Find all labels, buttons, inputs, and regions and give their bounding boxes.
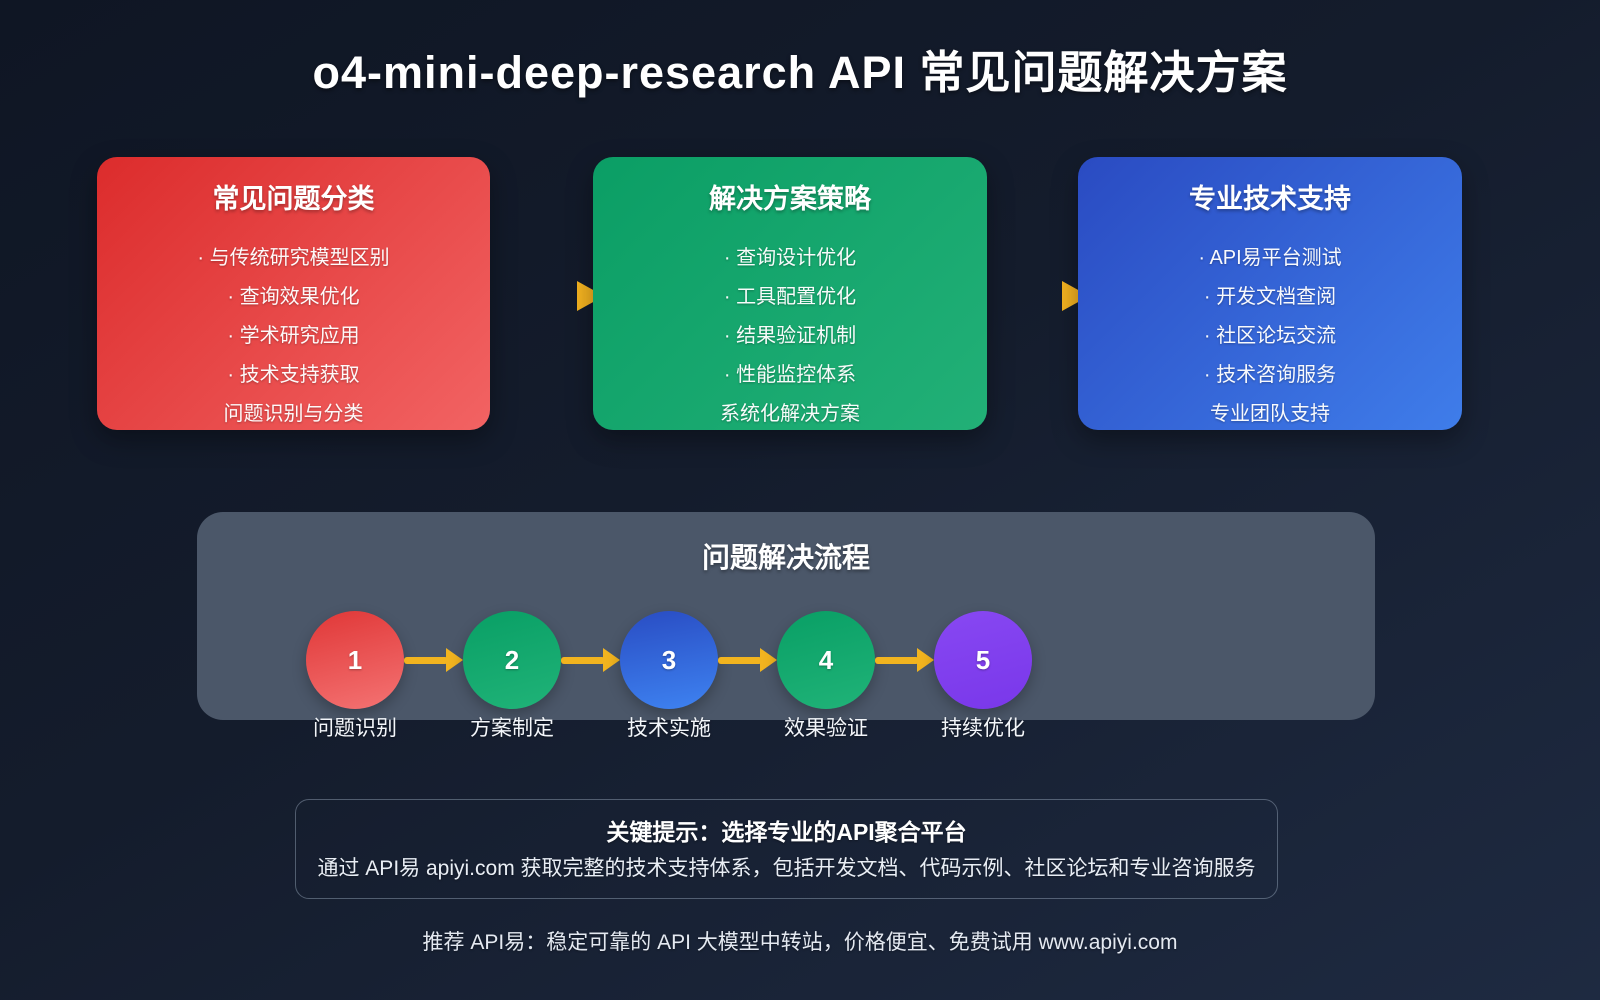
card-title: 常见问题分类 <box>212 184 375 214</box>
tip-body: 通过 API易 apiyi.com 获取完整的技术支持体系，包括开发文档、代码示… <box>317 857 1256 880</box>
card-item: 技术咨询服务 <box>1078 356 1462 395</box>
step-circle-1: 1 <box>306 611 404 709</box>
card-item: 社区论坛交流 <box>1078 317 1462 356</box>
card-footer-note: 系统化解决方案 <box>720 403 860 425</box>
flow-title: 问题解决流程 <box>701 542 870 573</box>
card-item: 开发文档查阅 <box>1078 278 1462 317</box>
step-number: 2 <box>504 644 520 675</box>
flow-arrow-icon <box>718 648 777 672</box>
step-number: 5 <box>975 644 991 675</box>
step-circle-2: 2 <box>463 611 561 709</box>
tip-title: 关键提示：选择专业的API聚合平台 <box>606 819 967 845</box>
card-footer-note: 专业团队支持 <box>1210 403 1330 425</box>
card-item: 性能监控体系 <box>593 356 987 395</box>
card-title: 专业技术支持 <box>1189 184 1351 214</box>
flow-arrow-icon <box>404 648 463 672</box>
tip-box: 关键提示：选择专业的API聚合平台 通过 API易 apiyi.com 获取完整… <box>295 799 1278 899</box>
card-item: 结果验证机制 <box>593 317 987 356</box>
step-label-5: 持续优化 <box>941 717 1025 740</box>
step-label-4: 效果验证 <box>784 717 868 740</box>
step-label-3: 技术实施 <box>627 717 711 740</box>
card-solution-strategies: 解决方案策略 查询设计优化 工具配置优化 结果验证机制 性能监控体系 系统化解决… <box>593 157 987 430</box>
step-number: 4 <box>818 644 834 675</box>
card-item: 学术研究应用 <box>97 317 490 356</box>
step-number: 3 <box>661 644 677 675</box>
flow-steps-row: 1 2 3 4 <box>306 611 1032 709</box>
step-circle-5: 5 <box>934 611 1032 709</box>
step-label-2: 方案制定 <box>470 717 554 740</box>
step-circle-3: 3 <box>620 611 718 709</box>
card-title: 解决方案策略 <box>709 184 871 214</box>
flow-arrow-icon <box>561 648 620 672</box>
page-title: o4-mini-deep-research API 常见问题解决方案 <box>312 47 1288 98</box>
card-tech-support: 专业技术支持 API易平台测试 开发文档查阅 社区论坛交流 技术咨询服务 专业团… <box>1078 157 1462 430</box>
card-common-issues: 常见问题分类 与传统研究模型区别 查询效果优化 学术研究应用 技术支持获取 问题… <box>97 157 490 430</box>
card-item: 工具配置优化 <box>593 278 987 317</box>
card-item: 与传统研究模型区别 <box>97 239 490 278</box>
card-item: 查询设计优化 <box>593 239 987 278</box>
card-item: 查询效果优化 <box>97 278 490 317</box>
card-footer-note: 问题识别与分类 <box>223 403 364 425</box>
card-item: API易平台测试 <box>1078 239 1462 278</box>
card-item: 技术支持获取 <box>97 356 490 395</box>
flow-labels-row: 问题识别 方案制定 技术实施 效果验证 持续优化 <box>306 714 1032 744</box>
flow-arrow-icon <box>875 648 934 672</box>
page-footer: 推荐 API易：稳定可靠的 API 大模型中转站，价格便宜、免费试用 www.a… <box>422 931 1178 954</box>
flow-panel: 问题解决流程 1 2 3 4 <box>197 512 1375 720</box>
step-number: 1 <box>347 644 363 675</box>
step-label-1: 问题识别 <box>313 717 397 740</box>
step-circle-4: 4 <box>777 611 875 709</box>
